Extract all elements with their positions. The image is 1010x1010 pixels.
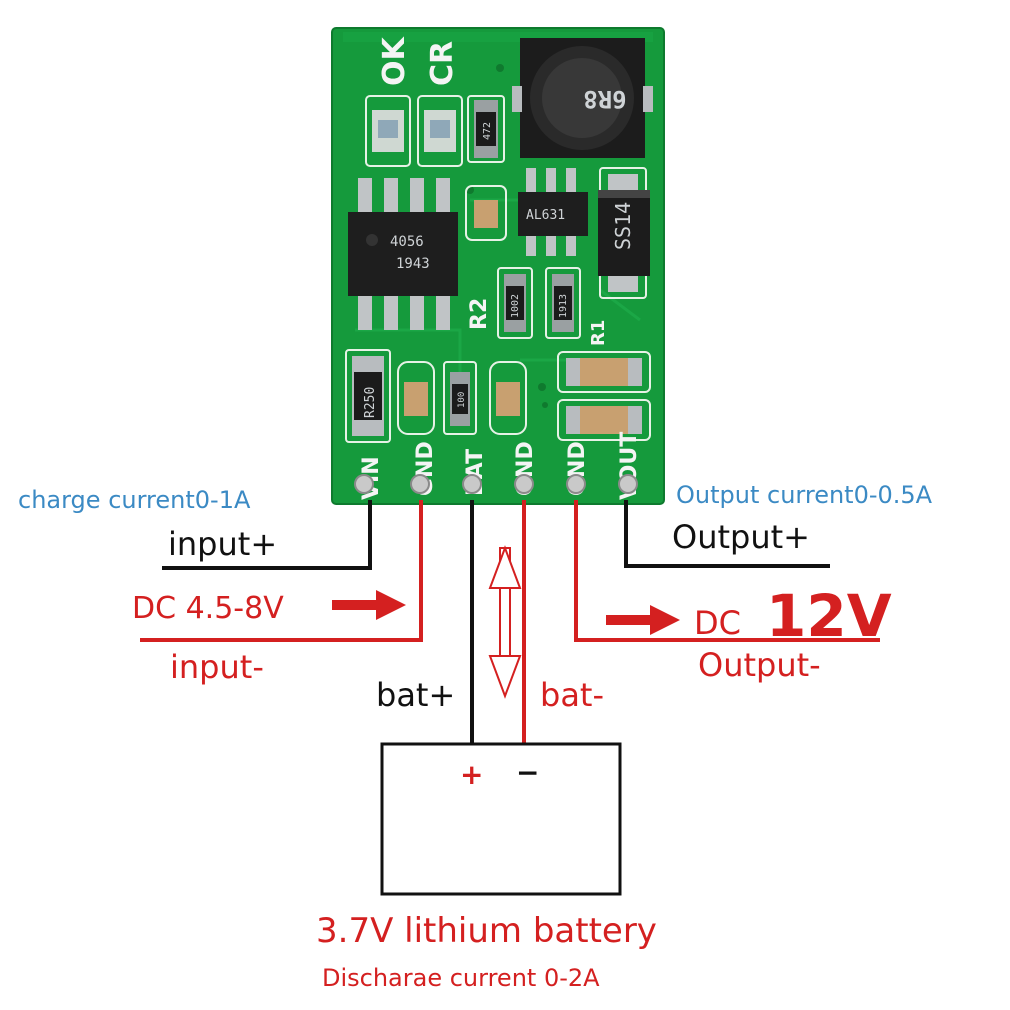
battery-minus-sign: − [516, 756, 539, 789]
output-capacitor-1 [557, 351, 651, 393]
bat-minus-label: bat- [540, 676, 604, 714]
resistor-1913: 1913 [545, 267, 581, 339]
ref-r1: R1 [588, 320, 609, 346]
led-label-ok: OK [377, 35, 412, 86]
resistor-1002: 1002 [497, 267, 533, 339]
charger-ic: 4056 1943 [348, 178, 458, 330]
wire-input-plus [162, 500, 372, 570]
input-plus-label: input+ [168, 525, 277, 563]
input-minus-label: input- [170, 648, 264, 686]
resistor-100: 100 [443, 361, 477, 435]
discharge-current-label: Discharae current 0-2A [322, 964, 600, 992]
charger-ic-line2: 1943 [396, 256, 430, 272]
resistor-1913-text: 1913 [558, 294, 569, 318]
diode-ss14: SS14 [598, 167, 650, 299]
output-capacitor-2 [557, 399, 651, 441]
resistor-r250: R250 [345, 349, 391, 443]
led-cr [417, 95, 463, 167]
ref-r2: R2 [467, 298, 492, 330]
resistor-r250-text: R250 [363, 387, 378, 418]
resistor-472: 472 [467, 95, 505, 163]
wire-output-minus [574, 500, 880, 642]
wire-input-minus [140, 500, 423, 642]
bat-plus-label: bat+ [376, 676, 455, 714]
inductor-text: 6R8 [583, 85, 626, 113]
pin-pads [354, 474, 638, 494]
resistor-100-text: 100 [457, 392, 467, 408]
right-arrow-icon [332, 590, 406, 620]
boost-ic-text: AL631 [526, 208, 565, 223]
right-arrow-icon [606, 605, 680, 635]
diode-text: SS14 [611, 202, 635, 250]
wires [140, 500, 880, 744]
resistor-472-text: 472 [482, 122, 493, 140]
pcb-board: OK CR 472 6R8 [331, 27, 665, 505]
led-label-cr: CR [425, 41, 460, 86]
capacitor [465, 185, 507, 241]
dc-output-prefix: DC [694, 604, 741, 642]
led-ok [365, 95, 411, 167]
input-capacitor [397, 361, 435, 435]
battery-title: 3.7V lithium battery [316, 911, 657, 951]
dc-input-label: DC 4.5-8V [132, 591, 284, 626]
inductor-6r8: 6R8 [512, 38, 653, 158]
battery [380, 742, 622, 896]
battery-capacitor [489, 361, 527, 435]
output-current-label: Output current0-0.5A [676, 481, 933, 509]
output-minus-label: Output- [698, 646, 821, 684]
wire-output-plus [624, 500, 830, 568]
boost-ic: AL631 [518, 168, 588, 256]
battery-plus-sign: + [460, 758, 483, 791]
dc-output-value: 12V [766, 582, 892, 650]
output-plus-label: Output+ [672, 518, 810, 556]
resistor-1002-text: 1002 [510, 294, 521, 318]
charge-current-label: charge current0-1A [18, 486, 251, 514]
charger-ic-line1: 4056 [390, 234, 424, 250]
double-headed-arrow-icon [488, 545, 522, 699]
